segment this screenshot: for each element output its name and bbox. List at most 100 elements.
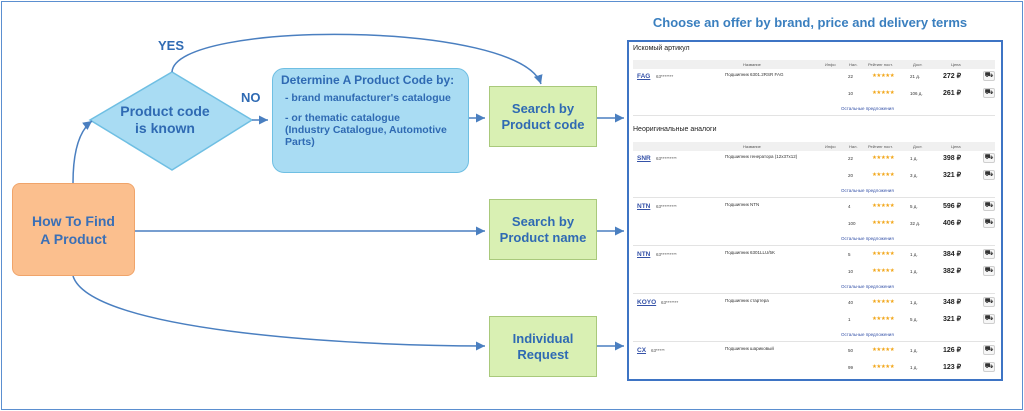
brand-link[interactable]: FAG xyxy=(637,73,651,80)
more-offers-link[interactable]: Остальные предложения xyxy=(841,106,894,111)
offer-title: Choose an offer by brand, price and deli… xyxy=(652,15,968,30)
start-to-decision-connector xyxy=(72,120,93,184)
stock-qty: 10 xyxy=(848,269,854,274)
stock-qty: 40 xyxy=(848,300,854,305)
cart-icon[interactable]: ⛟ xyxy=(983,345,995,355)
rating-stars: ★★★★★ xyxy=(872,347,895,353)
rating-stars: ★★★★★ xyxy=(872,299,895,305)
brand-link[interactable]: SNR xyxy=(637,155,651,162)
product-name: Подшипник 6301LLU/5K xyxy=(725,250,776,255)
delivery-days: 1 д. xyxy=(910,156,918,161)
rating-stars: ★★★★★ xyxy=(872,251,895,257)
rating-stars: ★★★★★ xyxy=(872,316,895,322)
more-offers-link[interactable]: Остальные предложения xyxy=(841,236,894,241)
delivery-days: 3 д. xyxy=(910,173,918,178)
column-header: Дост. xyxy=(913,62,923,67)
delivery-days: 32 д. xyxy=(910,221,921,226)
product-name: Подшипник стартера xyxy=(725,298,769,303)
yes-label: YES xyxy=(158,38,185,53)
cart-icon[interactable]: ⛟ xyxy=(983,170,995,180)
brand-link[interactable]: NTN xyxy=(637,251,651,258)
column-header: Инфо xyxy=(825,144,836,149)
article-code: 63******* xyxy=(661,300,679,305)
cart-icon[interactable]: ⛟ xyxy=(983,153,995,163)
stock-qty: 5 xyxy=(848,252,851,257)
delivery-days: 1 д. xyxy=(910,269,918,274)
delivery-days: 1 д. xyxy=(910,365,918,370)
no-label: NO xyxy=(241,90,261,105)
more-offers-link[interactable]: Остальные предложения xyxy=(841,284,894,289)
start-node: How To Find A Product xyxy=(12,183,135,276)
column-header: Нал. xyxy=(849,62,858,67)
column-header: Нал. xyxy=(849,144,858,149)
product-name: Подшипник NTN xyxy=(725,202,760,207)
delivery-days: 1 д. xyxy=(910,252,918,257)
price: 126 ₽ xyxy=(943,347,962,354)
cart-icon[interactable]: ⛟ xyxy=(983,297,995,307)
article-code: 63********* xyxy=(656,204,677,209)
rating-stars: ★★★★★ xyxy=(872,90,895,96)
product-name: Подшипник шариковый xyxy=(725,346,774,351)
cart-icon[interactable]: ⛟ xyxy=(983,218,995,228)
start-to-individual-connector xyxy=(72,275,486,351)
cart-icon[interactable]: ⛟ xyxy=(983,362,995,372)
price: 272 ₽ xyxy=(943,73,962,80)
rating-stars: ★★★★★ xyxy=(872,155,895,161)
stock-qty: 4 xyxy=(848,204,851,209)
cart-icon[interactable]: ⛟ xyxy=(983,88,995,98)
group-separator xyxy=(633,115,995,116)
product-name: Подшипник 6301.2RSR FAG xyxy=(725,72,784,77)
delivery-days: 5 д. xyxy=(910,204,918,209)
product-name: Подшипник генератора (12x37x12) xyxy=(725,154,798,159)
price: 321 ₽ xyxy=(943,316,962,323)
stock-qty: 100 xyxy=(848,221,856,226)
more-offers-link[interactable]: Остальные предложения xyxy=(841,332,894,337)
more-offers-link[interactable]: Остальные предложения xyxy=(841,188,894,193)
rating-stars: ★★★★★ xyxy=(872,364,895,370)
search-by-name-node: Search by Product name xyxy=(489,199,597,260)
price: 406 ₽ xyxy=(943,220,962,227)
article-code: 63******* xyxy=(656,74,674,79)
rating-stars: ★★★★★ xyxy=(872,203,895,209)
brand-link[interactable]: NTN xyxy=(637,203,651,210)
brand-link[interactable]: CX xyxy=(637,347,647,354)
stock-qty: 1 xyxy=(848,317,851,322)
rating-stars: ★★★★★ xyxy=(872,172,895,178)
group-separator xyxy=(633,245,995,246)
rating-stars: ★★★★★ xyxy=(872,73,895,79)
price: 348 ₽ xyxy=(943,299,962,306)
more-offers-link[interactable]: Остальные предложения xyxy=(841,380,894,381)
price: 123 ₽ xyxy=(943,364,962,371)
cart-icon[interactable]: ⛟ xyxy=(983,71,995,81)
price: 384 ₽ xyxy=(943,251,962,258)
delivery-days: 21 д. xyxy=(910,74,921,79)
decision-label: Product code is known xyxy=(120,103,210,136)
search-by-code-node: Search by Product code xyxy=(489,86,597,147)
section-title-analogs: Неоригинальные аналоги xyxy=(633,126,717,133)
delivery-days: 5 д. xyxy=(910,317,918,322)
individual-request-node: Individual Request xyxy=(489,316,597,377)
brand-link[interactable]: KOYO xyxy=(637,299,657,306)
group-separator xyxy=(633,293,995,294)
cart-icon[interactable]: ⛟ xyxy=(983,314,995,324)
cart-icon[interactable]: ⛟ xyxy=(983,249,995,259)
price: 596 ₽ xyxy=(943,203,962,210)
stock-qty: 10 xyxy=(848,91,854,96)
column-header: Рейтинг пост. xyxy=(868,144,893,149)
yes-connector xyxy=(171,33,543,85)
stock-qty: 20 xyxy=(848,173,854,178)
article-code: 63********* xyxy=(656,156,677,161)
price: 321 ₽ xyxy=(943,172,962,179)
determine-title: Determine A Product Code by: xyxy=(281,73,455,87)
determine-code-node: Determine A Product Code by: - brand man… xyxy=(272,68,469,173)
determine-item: - brand manufacturer's catalogue xyxy=(285,92,451,104)
column-header: Название xyxy=(743,144,761,149)
decision-diamond xyxy=(88,71,254,171)
cart-icon[interactable]: ⛟ xyxy=(983,266,995,276)
column-header: Дост. xyxy=(913,144,923,149)
cart-icon[interactable]: ⛟ xyxy=(983,201,995,211)
article-code: 63********* xyxy=(656,252,677,257)
